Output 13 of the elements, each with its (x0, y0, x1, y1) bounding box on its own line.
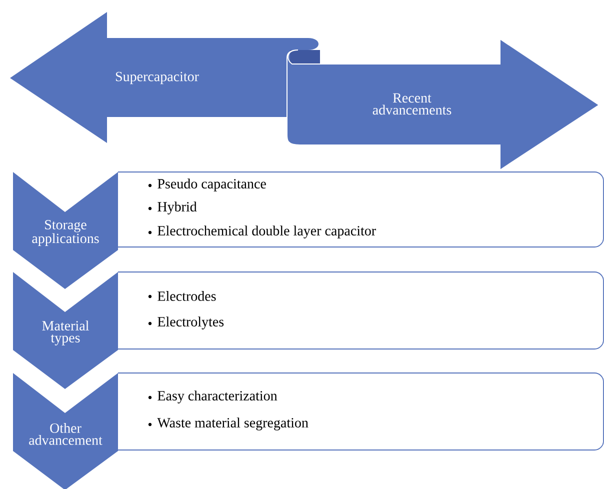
category-banner: Storage applications (13, 172, 118, 289)
bullet-item: Pseudo capacitance (158, 178, 266, 192)
arrow-banner: Recent advancements (286, 38, 600, 170)
bullet-item: Hybrid (158, 202, 197, 214)
bullet-item: Easy characterization (158, 390, 278, 404)
category-banner: Other advancement (13, 373, 118, 489)
category-banner: Material types (13, 272, 118, 389)
node-label: Supercapacitor (116, 72, 199, 84)
bullet-item: Waste material segregation (157, 418, 308, 430)
arrow-banner: Supercapacitor (10, 12, 318, 143)
bullet-item: Electrodes (158, 291, 216, 301)
bullet-item: Electrochemical double layer capacitor (158, 226, 376, 238)
bullet-item: Electrolytes (158, 316, 224, 330)
